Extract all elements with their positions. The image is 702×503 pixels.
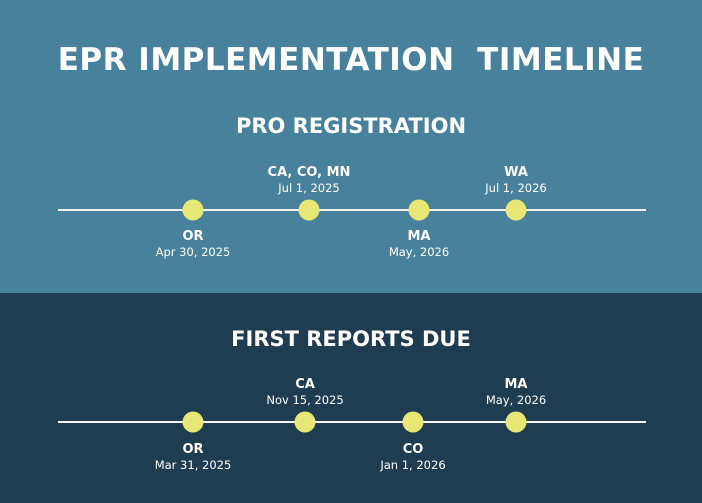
milestone-label-ma: MA May, 2026 — [339, 229, 499, 259]
first-reports-due-section: FIRST REPORTS DUE OR Mar 31, 2025 CA Nov… — [0, 293, 702, 503]
first-reports-due-heading: FIRST REPORTS DUE — [231, 327, 471, 351]
milestone-label-ma: MA May, 2026 — [436, 377, 596, 407]
milestone-label-wa: WA Jul 1, 2026 — [436, 165, 596, 195]
timeline-dot-or — [182, 199, 204, 221]
pro-registration-heading: PRO REGISTRATION — [235, 114, 467, 138]
milestone-label-ca: CA Nov 15, 2025 — [225, 377, 385, 407]
first-reports-timeline-line — [58, 421, 646, 423]
milestone-date: May, 2026 — [388, 245, 450, 259]
page-title: EPR IMPLEMENTATION TIMELINE — [57, 42, 645, 78]
milestone-name: OR — [182, 229, 204, 244]
milestone-name: MA — [504, 377, 528, 392]
milestone-label-co: CO Jan 1, 2026 — [333, 442, 493, 472]
milestone-label-or: OR Mar 31, 2025 — [113, 442, 273, 472]
milestone-date: Jul 1, 2025 — [278, 181, 340, 195]
milestone-name: WA — [504, 165, 528, 180]
milestone-name: CA, CO, MN — [267, 165, 351, 180]
timeline-dot-co — [402, 411, 424, 433]
timeline-dot-wa — [505, 199, 527, 221]
timeline-dot-ma — [408, 199, 430, 221]
milestone-name: MA — [407, 229, 431, 244]
milestone-name: CA — [295, 377, 315, 392]
milestone-date: Nov 15, 2025 — [266, 393, 344, 407]
milestone-date: May, 2026 — [485, 393, 547, 407]
timeline-dot-ma — [505, 411, 527, 433]
timeline-dot-ca-co-mn — [298, 199, 320, 221]
timeline-dot-or — [182, 411, 204, 433]
timeline-dot-ca — [294, 411, 316, 433]
milestone-name: CO — [402, 442, 424, 457]
milestone-label-ca-co-mn: CA, CO, MN Jul 1, 2025 — [229, 165, 389, 195]
milestone-date: Jul 1, 2026 — [485, 181, 547, 195]
milestone-label-or: OR Apr 30, 2025 — [113, 229, 273, 259]
pro-registration-timeline-line — [58, 209, 646, 211]
pro-registration-section: EPR IMPLEMENTATION TIMELINE PRO REGISTRA… — [0, 0, 702, 293]
milestone-date: Jan 1, 2026 — [380, 458, 446, 472]
milestone-date: Mar 31, 2025 — [154, 458, 232, 472]
milestone-name: OR — [182, 442, 204, 457]
milestone-date: Apr 30, 2025 — [155, 245, 231, 259]
